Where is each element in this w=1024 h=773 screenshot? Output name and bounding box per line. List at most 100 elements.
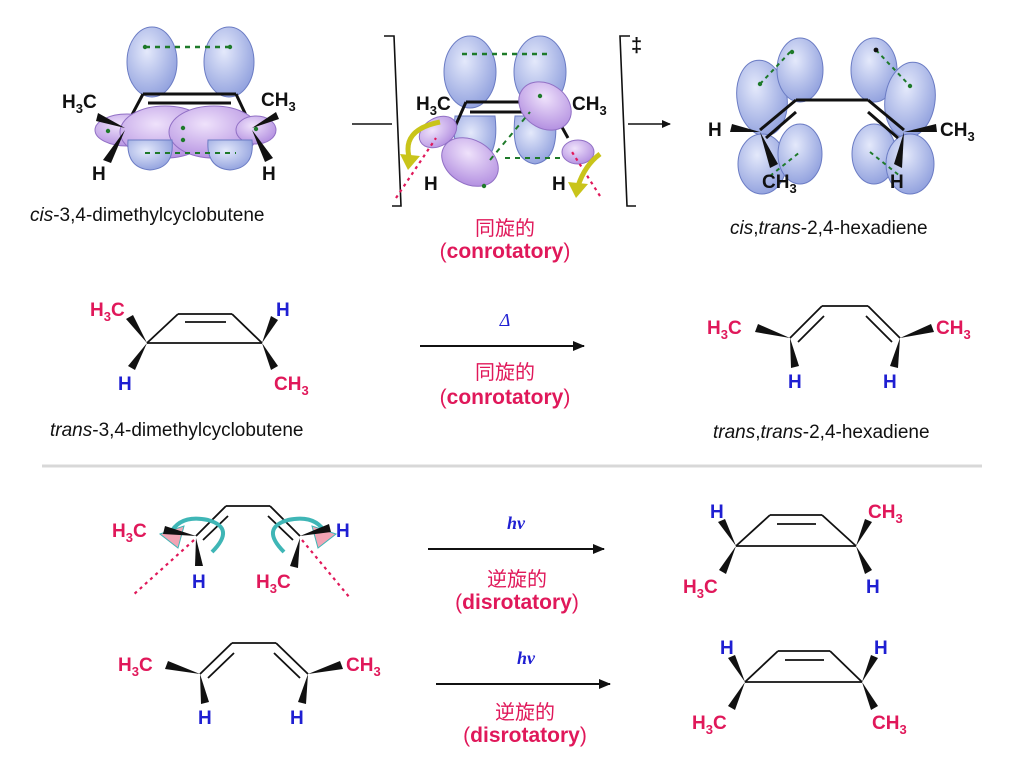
chain-double-bond [207, 652, 235, 679]
paren-open: ( [439, 386, 447, 409]
orbital-dot [481, 183, 487, 189]
orbital-overlap-dash [769, 151, 801, 177]
chain-double-bond [275, 642, 309, 675]
hydrogen-label: H [192, 572, 206, 593]
p-orbital-lobe [777, 123, 823, 185]
rotation-arrow-head [568, 182, 588, 198]
mode-word: disrotatory [462, 591, 572, 614]
ts-bracket-right [619, 35, 636, 207]
hydrogen-label: H [866, 577, 880, 598]
chain-double-bond [789, 305, 823, 339]
methyl-label: CH3 [940, 120, 975, 144]
wedge-bond [262, 316, 278, 343]
ring-bond [231, 313, 263, 344]
methyl-label: H3C [416, 94, 451, 118]
methyl-label: CH3 [261, 90, 296, 114]
orbital-dot [142, 44, 148, 50]
p-orbital-lobe [126, 26, 178, 98]
mode-label-cn: 逆旋的 [487, 567, 547, 591]
wedge-bond [96, 113, 125, 128]
mode-word: conrotatory [446, 240, 564, 263]
chain-double-bond [765, 110, 797, 140]
wedge-bond [904, 124, 937, 132]
chain-double-bond [865, 315, 893, 343]
hydrogen-label: H [424, 174, 438, 195]
hydrogen-label: H [883, 372, 897, 393]
methyl-label: CH3 [936, 318, 971, 342]
mode-label-en: (disrotatory) [412, 591, 622, 615]
stereo-prefix: cis [730, 218, 754, 239]
hydrogen-label: H [336, 521, 350, 542]
methyl-label: H3C [256, 572, 291, 596]
mode-word: conrotatory [446, 386, 564, 409]
wedge-bond [200, 674, 209, 704]
paren-open: ( [463, 724, 471, 747]
methyl-label: CH3 [274, 374, 309, 398]
methyl-label: CH3 [868, 502, 903, 526]
hydrogen-label: H [92, 164, 106, 185]
hydrogen-label: H [720, 638, 734, 659]
wedge-bond [128, 343, 147, 370]
rotation-arrow [575, 151, 602, 187]
orbital-overlap-dash [875, 49, 911, 87]
name-comma: , [753, 218, 759, 239]
orbital-dot [873, 47, 879, 53]
wedge-bond [790, 338, 799, 368]
name-rest: -2,4-hexadiene [802, 422, 930, 443]
chain-double-bond [202, 515, 229, 541]
wedge-bond [728, 682, 745, 710]
trans-cyclobutene-product: H H H3C CH3 [692, 638, 907, 737]
wedge-bond [755, 324, 790, 338]
trans-trans-hexadiene-structure: H3C H CH3 H [707, 305, 971, 393]
wedge-bond [252, 130, 273, 162]
transition-state-bracket: ‡ [384, 35, 642, 207]
ring-bond [744, 650, 779, 683]
rotation-arrow [271, 516, 328, 554]
p-orbital-lobe [203, 26, 255, 98]
wedge-bond [298, 674, 308, 704]
cis-cyclobutene-orbital-model: H3C CH3 H H [62, 26, 296, 185]
methyl-label: H3C [683, 577, 718, 601]
hydrogen-label: H [708, 120, 722, 141]
stereo-prefix: cis [30, 205, 54, 226]
name-rest: -3,4-dimethylcyclobutene [92, 420, 304, 441]
methyl-label: H3C [112, 521, 147, 545]
transition-state-orbital-model: H3C CH3 H H [395, 35, 607, 199]
wedge-bond [862, 655, 878, 682]
methyl-label: H3C [692, 713, 727, 737]
hydrogen-label: H [710, 502, 724, 523]
orbital-dot [180, 137, 186, 143]
chain-double-bond [867, 305, 901, 339]
ts-dagger: ‡ [631, 35, 642, 57]
hydrogen-label: H [890, 172, 904, 193]
chain-double-bond [759, 98, 797, 132]
paren-open: ( [455, 591, 463, 614]
wedge-bond [262, 343, 278, 370]
wedge-bond [890, 338, 900, 368]
mode-label-cn: 同旋的 [475, 360, 535, 384]
orbital-overlap-dash [489, 111, 531, 161]
paren-open: ( [439, 240, 447, 263]
wedge-bond [165, 661, 200, 674]
mode-label-en: (disrotatory) [420, 724, 630, 748]
orbital-dot [105, 128, 111, 134]
product-name-cis-trans-hexadiene: cis,trans-2,4-hexadiene [730, 218, 928, 240]
orbital-overlap-dash [869, 151, 901, 177]
wedge-bond [719, 546, 736, 574]
orbital-dot [227, 44, 233, 50]
methyl-label: CH3 [762, 172, 797, 196]
wedge-bond [856, 546, 872, 574]
orbital-dot [757, 81, 763, 87]
stereo-prefix: trans [758, 218, 801, 239]
trans-cyclobutene-structure: H3C H H CH3 [90, 300, 309, 398]
ring-bond [821, 514, 857, 547]
chain-double-bond [199, 642, 233, 675]
chain-double-bond [797, 315, 825, 343]
mode-word: disrotatory [470, 724, 580, 747]
sigma-orbital-lobe [518, 81, 572, 131]
wedge-bond [728, 655, 745, 682]
dotted-reference-line [395, 137, 437, 199]
product-name-trans-trans-hexadiene: trans,trans-2,4-hexadiene [713, 422, 930, 444]
wedge-bond [718, 519, 736, 546]
